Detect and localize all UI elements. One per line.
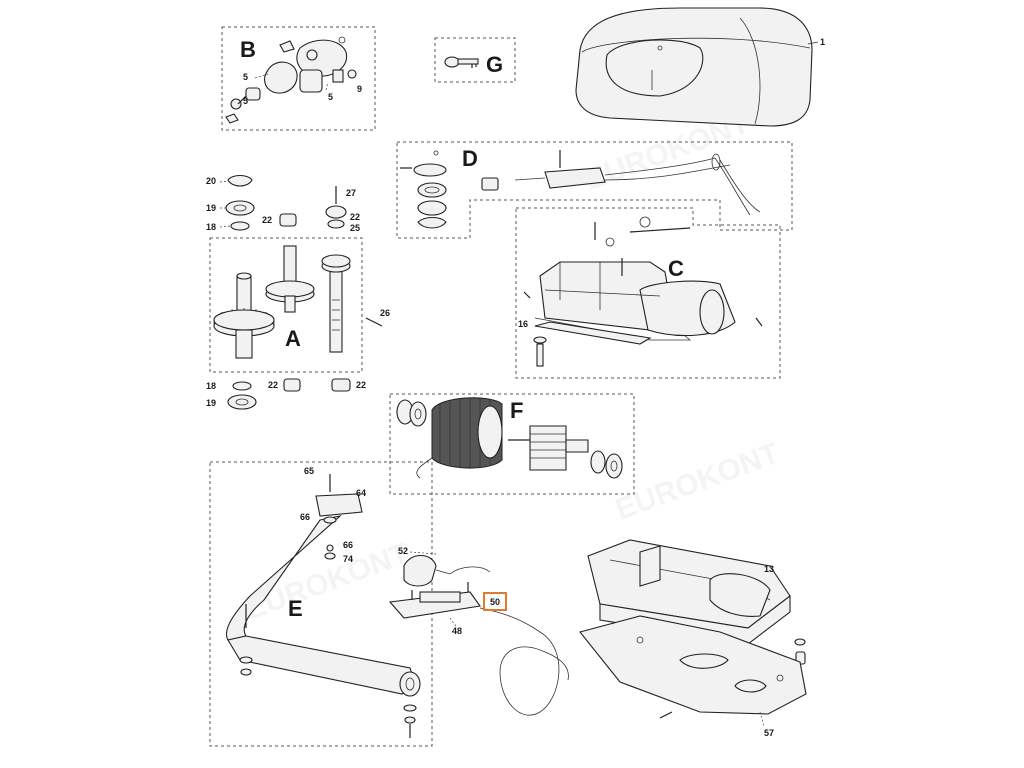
operator-arm	[226, 474, 421, 738]
group-label-d: D	[462, 146, 478, 171]
part-number-16: 16	[518, 319, 528, 329]
wiring-assembly	[400, 150, 761, 229]
group-c-box	[515, 207, 781, 379]
lock-assembly	[225, 36, 357, 124]
part-number-66: 66	[343, 540, 353, 550]
part-number-27: 27	[346, 188, 356, 198]
base-housing	[587, 539, 806, 665]
group-label-b: B	[240, 37, 256, 62]
gear-train	[213, 245, 351, 359]
part-number-13: 13	[764, 564, 774, 574]
cover-part	[575, 7, 819, 127]
part-number-48: 48	[452, 626, 462, 636]
part-number-1: 1	[820, 37, 825, 47]
group-b-box	[221, 26, 376, 131]
bearing-stack-top	[225, 174, 347, 231]
motor-assembly	[396, 397, 623, 479]
group-label-a: A	[285, 326, 301, 351]
base-plate	[579, 615, 807, 727]
group-f-box	[389, 393, 635, 495]
highlight-box[interactable]	[483, 592, 507, 611]
group-label-g: G	[486, 52, 503, 77]
part-number-66: 66	[300, 512, 310, 522]
part-number-5: 5	[328, 92, 333, 102]
group-d-box	[396, 141, 793, 239]
group-g-box	[434, 37, 516, 83]
part-number-74: 74	[343, 554, 353, 564]
part-number-22: 22	[268, 380, 278, 390]
limit-switch-assembly	[388, 551, 569, 716]
part-number-22: 22	[356, 380, 366, 390]
part-number-65: 65	[304, 466, 314, 476]
part-number-22: 22	[350, 212, 360, 222]
bearing-stack-bottom	[227, 378, 351, 410]
gearbox-housing	[523, 216, 763, 367]
group-label-f: F	[510, 398, 523, 423]
part-number-20: 20	[206, 176, 216, 186]
group-label-e: E	[288, 596, 303, 621]
pin-part	[365, 317, 383, 327]
watermark: EUROKONT	[611, 437, 784, 527]
part-number-64: 64	[356, 488, 366, 498]
part-number-5: 5	[243, 96, 248, 106]
part-number-25: 25	[350, 223, 360, 233]
part-number-19: 19	[206, 203, 216, 213]
part-number-52: 52	[398, 546, 408, 556]
group-e-box	[209, 461, 433, 747]
part-number-18: 18	[206, 222, 216, 232]
part-number-50[interactable]: 50	[490, 597, 500, 607]
part-number-57: 57	[764, 728, 774, 738]
group-label-c: C	[668, 256, 684, 281]
part-number-22: 22	[262, 215, 272, 225]
part-number-9: 9	[357, 84, 362, 94]
group-a-box	[209, 237, 363, 373]
part-number-26: 26	[380, 308, 390, 318]
key-icon	[444, 56, 479, 68]
part-number-19: 19	[206, 398, 216, 408]
part-number-5: 5	[243, 72, 248, 82]
part-number-18: 18	[206, 381, 216, 391]
